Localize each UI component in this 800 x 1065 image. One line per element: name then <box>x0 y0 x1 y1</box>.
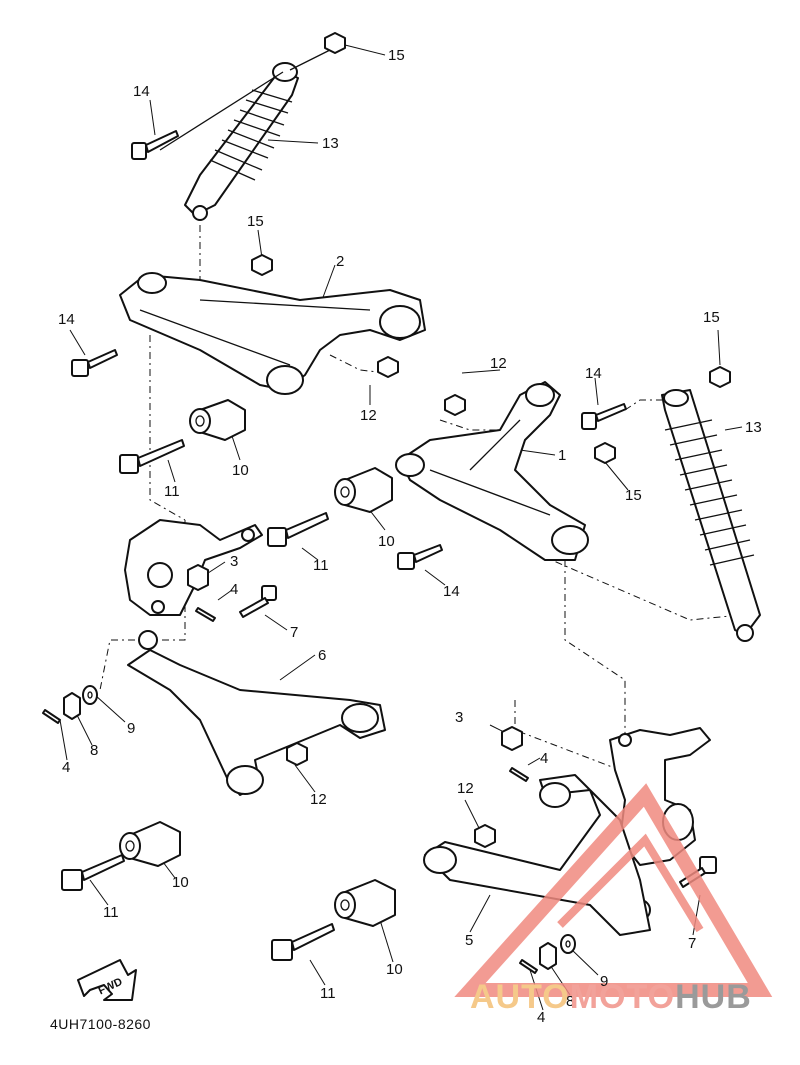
callout-4: 4 <box>230 581 238 598</box>
watermark-triangle-icon <box>454 783 773 997</box>
bushing-10-lower-right <box>334 879 396 927</box>
callout-4: 4 <box>62 759 70 776</box>
cotter-pin-4-left <box>195 607 216 622</box>
reference-code: 4UH7100-8260 <box>50 1016 151 1032</box>
flange-nut-12-lower-right <box>474 824 496 848</box>
shock-absorber-top <box>159 49 331 221</box>
callout-9: 9 <box>127 720 135 737</box>
callout-10: 10 <box>172 874 189 891</box>
flange-bolt-11-lower-left <box>61 854 125 891</box>
callout-3: 3 <box>230 553 238 570</box>
callout-10: 10 <box>378 533 395 550</box>
callout-4: 4 <box>540 750 548 767</box>
castle-nut-8-right <box>539 942 557 970</box>
callout-7: 7 <box>290 624 298 641</box>
flange-bolt-11-mid <box>267 512 329 547</box>
flange-bolt-11-lower-right <box>271 923 335 961</box>
callout-2: 2 <box>336 253 344 270</box>
callout-13: 13 <box>745 419 762 436</box>
washer-9-left <box>82 685 98 705</box>
flange-nut-15-far-right <box>709 366 731 388</box>
bushing-10-lower-left <box>119 821 181 867</box>
callout-12: 12 <box>490 355 507 372</box>
callout-5: 5 <box>465 932 473 949</box>
castle-nut-3-left <box>187 564 209 591</box>
callout-4: 4 <box>537 1009 545 1026</box>
watermark-logo: AUTOMOTOHUB <box>470 978 752 1017</box>
callout-11: 11 <box>164 483 180 500</box>
flange-nut-15-right <box>594 442 616 464</box>
shock-absorber-right <box>661 389 761 642</box>
callout-12: 12 <box>360 407 377 424</box>
callout-13: 13 <box>322 135 339 152</box>
callout-12: 12 <box>310 791 327 808</box>
cotter-pin-4-right <box>509 767 529 782</box>
callout-10: 10 <box>232 462 249 479</box>
callout-7: 7 <box>688 935 696 952</box>
callout-10: 10 <box>386 961 403 978</box>
castle-nut-3-right <box>501 726 523 751</box>
callout-14: 14 <box>443 583 460 600</box>
fwd-arrow-icon: FWD <box>77 959 137 1001</box>
flange-nut-12-upper <box>377 356 399 378</box>
flange-bolt-14-top <box>131 130 179 160</box>
callout-3: 3 <box>455 709 463 726</box>
watermark-hub: HUB <box>675 978 752 1016</box>
callout-14: 14 <box>133 83 150 100</box>
cotter-pin-4-right-lower <box>519 959 538 974</box>
callouts: 15 14 13 15 2 14 12 10 11 12 1 14 15 15 … <box>58 47 762 1026</box>
watermark-moto: MOTO <box>569 978 676 1016</box>
flange-bolt-14-left <box>71 349 118 377</box>
upper-arm-1 <box>395 381 589 561</box>
flange-bolt-14-lower <box>397 544 443 570</box>
callout-15: 15 <box>247 213 264 230</box>
lower-arm-6 <box>127 630 386 796</box>
callout-11: 11 <box>320 985 336 1002</box>
upper-arm-2 <box>119 272 426 395</box>
castle-nut-8-left <box>63 692 81 720</box>
callout-15: 15 <box>625 487 642 504</box>
callout-6: 6 <box>318 647 326 664</box>
callout-12: 12 <box>457 780 474 797</box>
bolt-7-left <box>239 585 277 618</box>
callout-8: 8 <box>90 742 98 759</box>
callout-11: 11 <box>103 904 119 921</box>
callout-1: 1 <box>558 447 566 464</box>
bushing-10-mid <box>334 467 393 513</box>
cotter-pin-4-left-lower <box>42 709 61 724</box>
flange-bolt-11-upper-left <box>119 439 185 474</box>
flange-bolt-14-right <box>581 403 627 430</box>
flange-nut-12-lower-left <box>286 742 308 766</box>
callout-9: 9 <box>600 973 608 990</box>
callout-14: 14 <box>585 365 602 382</box>
callout-11: 11 <box>313 557 329 574</box>
flange-nut-15-mid <box>251 254 273 276</box>
callout-15: 15 <box>388 47 405 64</box>
washer-9-right <box>560 934 576 954</box>
flange-nut-15-top <box>324 32 346 54</box>
callout-14: 14 <box>58 311 75 328</box>
watermark-auto: AUTO <box>470 978 570 1016</box>
callout-8: 8 <box>566 993 574 1010</box>
flange-nut-12-right <box>444 394 466 416</box>
bushing-10-upper-left <box>189 399 246 441</box>
callout-15: 15 <box>703 309 720 326</box>
